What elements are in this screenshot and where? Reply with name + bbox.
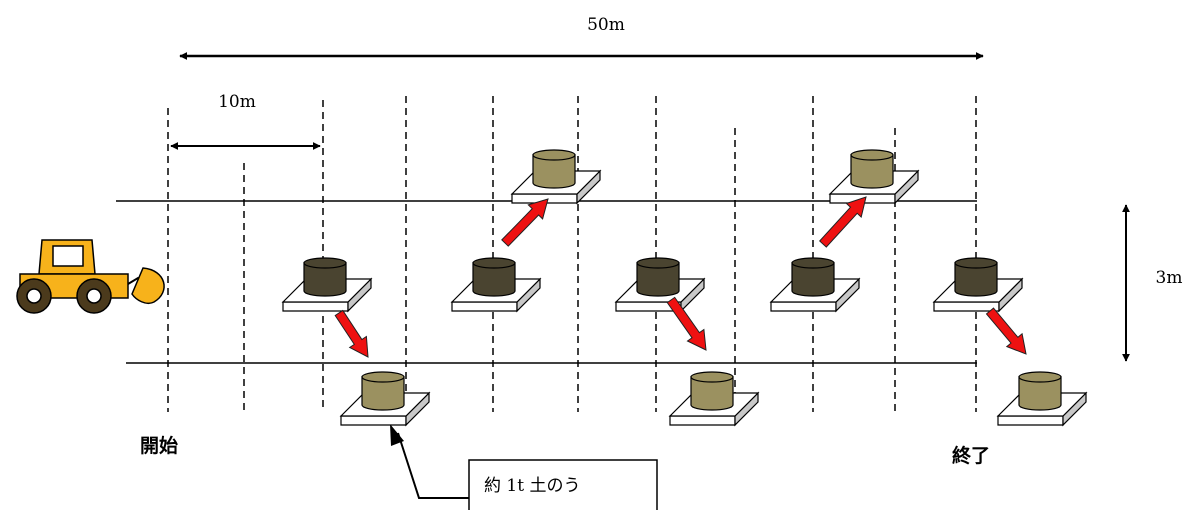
sandbag-icon [532, 149, 576, 189]
sandbag-icon [472, 257, 516, 297]
grid-lines [167, 96, 977, 412]
sandbag-moved-up-1 [510, 149, 602, 205]
sandbag-icon [303, 257, 347, 297]
wheel-loader-icon [16, 239, 165, 314]
sandbag-moved-down-3 [996, 371, 1088, 427]
sandbag-icon [690, 371, 734, 411]
sandbag-icon [361, 371, 405, 411]
total-length-label: 50m [587, 15, 625, 35]
callout-arrowhead [390, 424, 404, 446]
move-arrow-icon [666, 296, 707, 351]
sandbag-icon [850, 149, 894, 189]
move-arrow-icon [501, 198, 549, 247]
sandbag-icon [1018, 371, 1062, 411]
sandbag-icon [791, 257, 835, 297]
interval-label: 10m [218, 92, 256, 112]
callout-leader-line [397, 432, 469, 499]
sandbag-moved-down-1 [339, 371, 431, 427]
sandbag-original-2 [450, 257, 542, 313]
sandbag-icon [954, 257, 998, 297]
sandbag-moved-up-2 [828, 149, 920, 205]
sandbag-original-3 [614, 257, 706, 313]
callout-text: 約 1t 土のう [484, 476, 580, 496]
move-arrow-icon [818, 196, 867, 248]
start-label: 開始 [140, 434, 178, 457]
sandbag-original-1 [281, 257, 373, 313]
move-arrow-icon [985, 307, 1027, 355]
sandbag-original-5 [932, 257, 1024, 313]
sandbag-icon [636, 257, 680, 297]
callout-box [468, 459, 658, 510]
width-label: 3m [1156, 268, 1183, 288]
sandbag-original-4 [769, 257, 861, 313]
sandbag-moved-down-2 [668, 371, 760, 427]
move-arrow-icon [334, 309, 369, 358]
end-label: 終了 [952, 444, 990, 467]
